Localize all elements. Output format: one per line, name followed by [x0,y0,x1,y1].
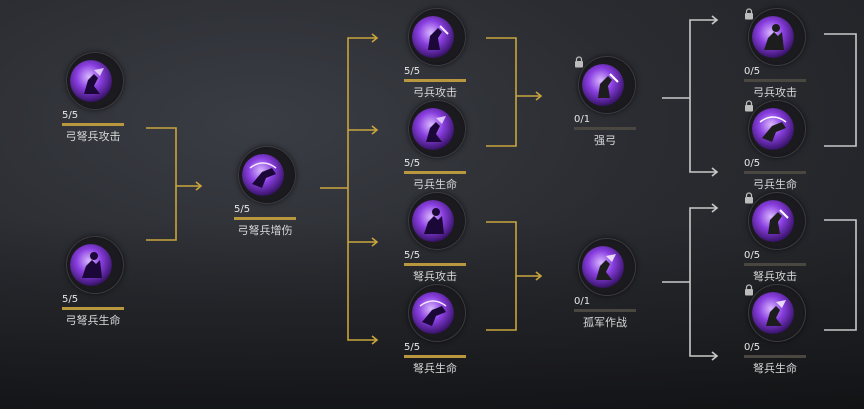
talent-node-crossbow-attack[interactable]: 5/5 弩兵攻击 [404,192,474,284]
node-label: 弩兵攻击 [413,270,457,283]
node-progress-bar [62,123,124,126]
arrow-n7 [371,335,379,345]
node-progress-bar [744,263,806,266]
node-count: 0/5 [744,342,761,353]
crossbow-health-icon [412,292,454,334]
bowman-health-icon [752,108,794,150]
node-progress-bar [404,79,466,82]
bowman-health-icon [412,108,454,150]
talent-node-bowman-attack[interactable]: 5/5 弓兵攻击 [404,8,474,100]
archer-health-icon [70,244,112,286]
connector-n9-right [662,207,716,357]
lock-icon [744,192,754,204]
talent-node-bowman-health-2[interactable]: 0/5 弓兵生命 [744,100,814,192]
node-count: 5/5 [404,250,421,261]
talent-node-crossbow-health-2[interactable]: 0/5 弩兵生命 [744,284,814,376]
arrow-n5 [371,125,379,135]
node-count: 0/1 [574,296,591,307]
lock-icon [574,238,584,250]
connector-n8-right [662,19,716,173]
connector-n2-n3 [146,185,200,241]
node-progress-bar [404,355,466,358]
node-progress-bar [404,263,466,266]
strong-bow-icon [582,64,624,106]
arrow-n13 [711,351,719,361]
node-count: 0/1 [574,114,591,125]
node-progress-bar [404,171,466,174]
talent-node-strong-bow[interactable]: 0/1 强弓 [574,56,644,148]
node-progress-bar [574,127,636,130]
bowman-attack-icon [752,16,794,58]
node-label: 弓弩兵增伤 [237,224,293,237]
node-count: 5/5 [234,204,251,215]
talent-node-archer-damage[interactable]: 5/5 弓弩兵增伤 [234,146,304,238]
crossbow-attack-icon [752,200,794,242]
lock-icon [744,100,754,112]
archer-damage-icon [242,154,284,196]
node-label: 弩兵生命 [753,362,797,375]
node-count: 5/5 [404,66,421,77]
talent-node-crossbow-attack-2[interactable]: 0/5 弩兵攻击 [744,192,814,284]
node-label: 弓兵生命 [753,178,797,191]
talent-node-archer-attack[interactable]: 5/5 弓弩兵攻击 [62,52,132,144]
node-progress-bar [574,309,636,312]
node-label: 弩兵生命 [413,362,457,375]
node-count: 0/5 [744,66,761,77]
crossbow-health-icon [752,292,794,334]
node-progress-bar [744,79,806,82]
node-progress-bar [234,217,296,220]
lone-army-icon [582,246,624,288]
talent-node-crossbow-health[interactable]: 5/5 弩兵生命 [404,284,474,376]
node-progress-bar [62,307,124,310]
connector-n6-n7-n9 [486,221,540,331]
node-label: 弓兵攻击 [413,86,457,99]
node-label: 弩兵攻击 [753,270,797,283]
arrow-n10 [711,15,719,25]
connector-edge-top [824,33,857,147]
talent-node-bowman-attack-2[interactable]: 0/5 弓兵攻击 [744,8,814,100]
node-label: 孤军作战 [583,316,627,329]
talent-node-lone-army[interactable]: 0/1 孤军作战 [574,238,644,330]
node-label: 弓弩兵攻击 [65,130,121,143]
talent-node-bowman-health[interactable]: 5/5 弓兵生命 [404,100,474,192]
node-progress-bar [744,355,806,358]
arrow-n3 [195,181,203,191]
crossbow-attack-icon [412,200,454,242]
arrow-n12 [711,203,719,213]
arrow-n8 [535,91,543,101]
connector-n4-n5-n8 [486,37,540,147]
connector-n3-col3 [320,37,376,341]
node-progress-bar [744,171,806,174]
node-count: 5/5 [404,158,421,169]
node-label: 弓弩兵生命 [65,314,121,327]
node-label: 弓兵生命 [413,178,457,191]
node-count: 0/5 [744,250,761,261]
arrow-n4 [371,33,379,43]
archer-attack-icon [70,60,112,102]
node-label: 强弓 [594,134,616,147]
node-count: 5/5 [62,294,79,305]
connector-edge-bottom [824,219,857,331]
lock-icon [574,56,584,68]
arrow-n11 [711,167,719,177]
talent-node-archer-health[interactable]: 5/5 弓弩兵生命 [62,236,132,328]
lock-icon [744,284,754,296]
arrow-n9 [535,271,543,281]
node-label: 弓兵攻击 [753,86,797,99]
node-count: 0/5 [744,158,761,169]
node-count: 5/5 [62,110,79,121]
arrow-n6 [371,237,379,247]
connector-n1-n3 [146,127,177,186]
lock-icon [744,8,754,20]
node-count: 5/5 [404,342,421,353]
bowman-attack-icon [412,16,454,58]
